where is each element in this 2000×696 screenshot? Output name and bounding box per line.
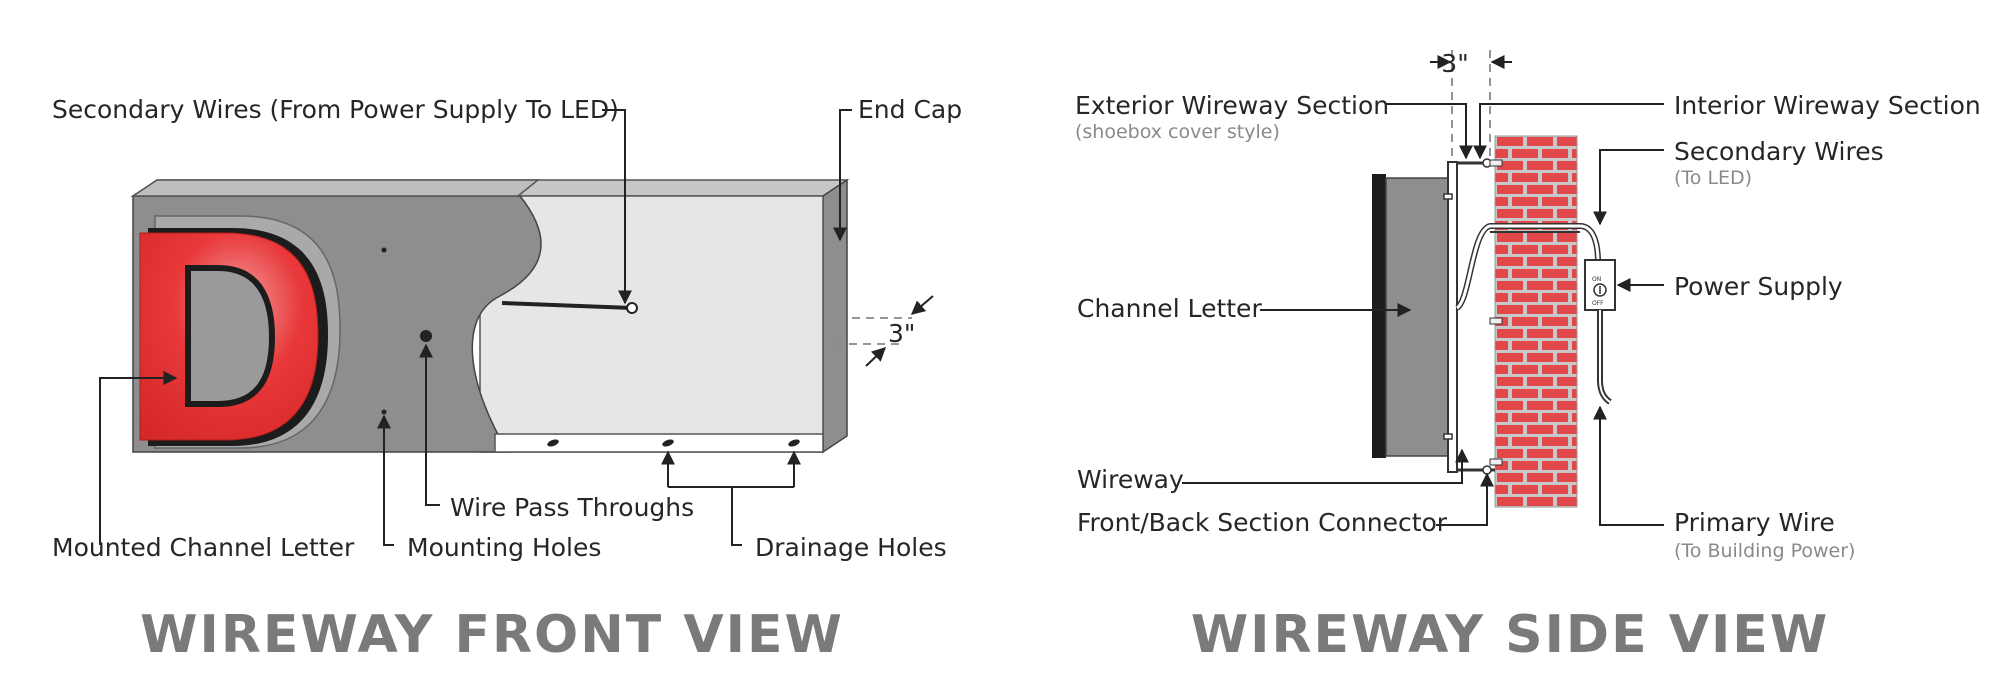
end-cap <box>822 178 848 454</box>
channel-letter-face <box>1372 174 1386 458</box>
label-end-cap: End Cap <box>858 95 962 124</box>
label-secondary-wires-sub: (To LED) <box>1674 167 1752 189</box>
label-secondary-wires: Secondary Wires (From Power Supply To LE… <box>52 95 619 124</box>
label-mounting-holes: Mounting Holes <box>407 533 601 562</box>
wireway-bottom-lip <box>494 433 824 453</box>
side-view: ON OFF 3" Exterior Wireway Section (shoe… <box>1075 49 1981 665</box>
switch-on-label: ON <box>1592 276 1601 283</box>
switch-off-label: OFF <box>1592 300 1604 307</box>
label-exterior-wireway: Exterior Wireway Section <box>1075 91 1389 120</box>
secondary-wires <box>501 301 633 310</box>
side-view-title: WIREWAY SIDE VIEW <box>1191 605 1829 665</box>
front-view: Secondary Wires (From Power Supply To LE… <box>52 95 962 665</box>
label-primary-wire: Primary Wire <box>1674 508 1835 537</box>
wire-pass-through <box>420 330 432 342</box>
label-channel-letter: Channel Letter <box>1077 294 1262 323</box>
label-exterior-wireway-sub: (shoebox cover style) <box>1075 121 1280 143</box>
mounting-hole <box>381 409 387 415</box>
label-dimension-side: 3" <box>1441 49 1468 78</box>
channel-letter-body <box>1385 177 1449 457</box>
label-wire-pass-throughs: Wire Pass Throughs <box>450 493 694 522</box>
label-interior-wireway: Interior Wireway Section <box>1674 91 1981 120</box>
front-back-connector <box>1457 161 1495 472</box>
label-power-supply: Power Supply <box>1674 272 1843 301</box>
label-drainage-holes: Drainage Holes <box>755 533 947 562</box>
brick-wall <box>1494 135 1578 508</box>
drainage-hole <box>662 439 674 447</box>
label-primary-wire-sub: (To Building Power) <box>1674 540 1855 562</box>
label-mounted-channel-letter: Mounted Channel Letter <box>52 533 355 562</box>
channel-letter-d <box>139 215 341 449</box>
front-view-title: WIREWAY FRONT VIEW <box>140 605 844 665</box>
drainage-hole <box>788 439 800 447</box>
label-front-back-connector: Front/Back Section Connector <box>1077 508 1448 537</box>
wireway-side <box>1447 161 1458 473</box>
mounting-hole <box>381 247 387 253</box>
label-dimension-front: 3" <box>888 319 915 348</box>
drainage-hole <box>547 439 559 447</box>
label-wireway: Wireway <box>1077 465 1184 494</box>
label-secondary-wires-side: Secondary Wires <box>1674 137 1884 166</box>
